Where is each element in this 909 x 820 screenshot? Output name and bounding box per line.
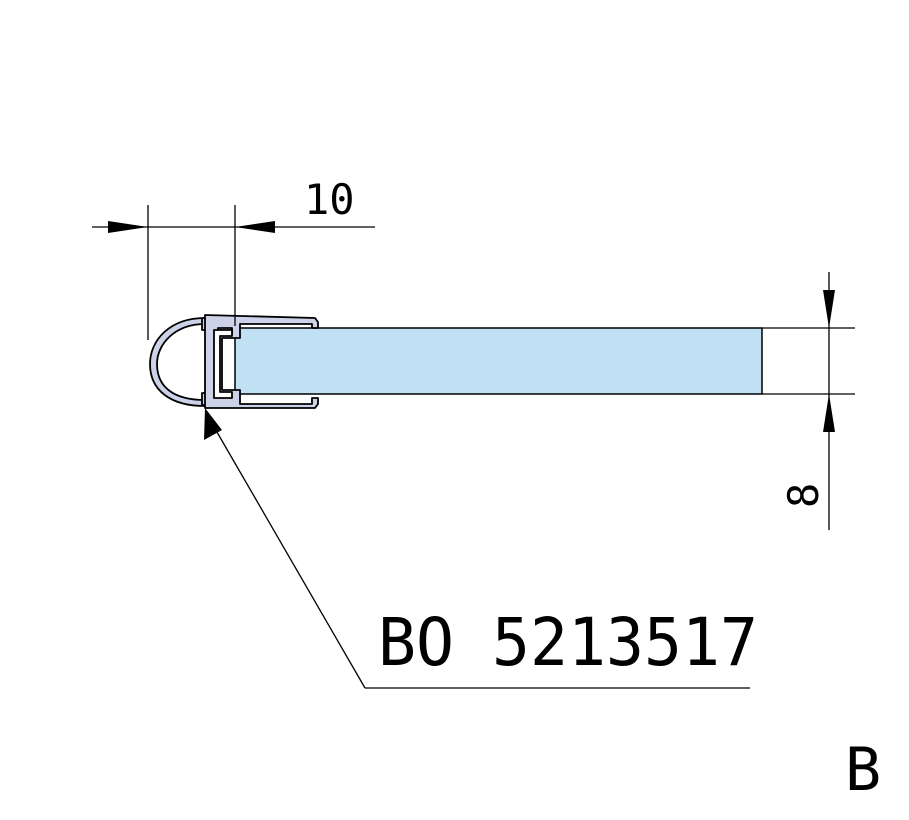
width-dimension-value: 10 bbox=[304, 175, 355, 224]
seal-profile bbox=[149, 314, 319, 409]
width-dimension bbox=[92, 205, 375, 340]
view-label: B bbox=[845, 735, 881, 805]
thickness-dimension-value: 8 bbox=[779, 483, 828, 508]
part-number-label: BO 5213517 bbox=[378, 604, 758, 681]
glass-panel bbox=[234, 327, 763, 395]
thickness-dimension bbox=[762, 272, 855, 530]
part-leader bbox=[204, 408, 750, 689]
